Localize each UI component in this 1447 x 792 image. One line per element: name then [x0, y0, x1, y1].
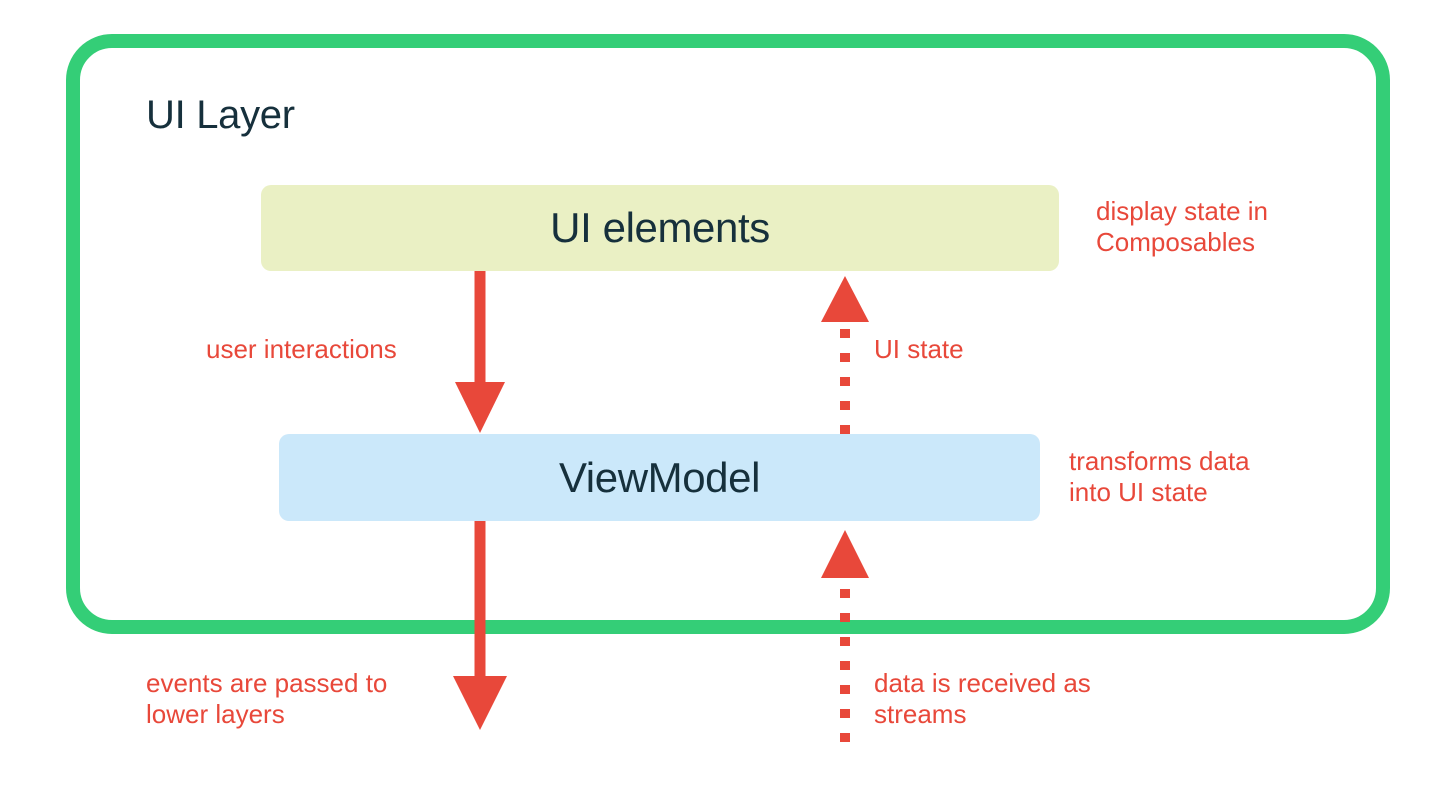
- node-ui-elements-label: UI elements: [550, 204, 770, 251]
- annotation-data-received-as-streams: data is received as streams: [874, 668, 1091, 729]
- ui-layer-container: [66, 34, 1390, 634]
- annotation-events-passed-to-lower-layers: events are passed to lower layers: [146, 668, 388, 729]
- node-viewmodel[interactable]: ViewModel: [279, 434, 1040, 521]
- annotation-ui-state: UI state: [874, 334, 964, 364]
- annotation-transforms-data: transforms data into UI state: [1069, 446, 1250, 507]
- annotation-display-state: display state in Composables: [1096, 196, 1268, 257]
- node-ui-elements[interactable]: UI elements: [261, 185, 1059, 271]
- page-title: UI Layer: [146, 93, 295, 137]
- annotation-user-interactions: user interactions: [206, 334, 397, 364]
- node-viewmodel-label: ViewModel: [558, 453, 761, 501]
